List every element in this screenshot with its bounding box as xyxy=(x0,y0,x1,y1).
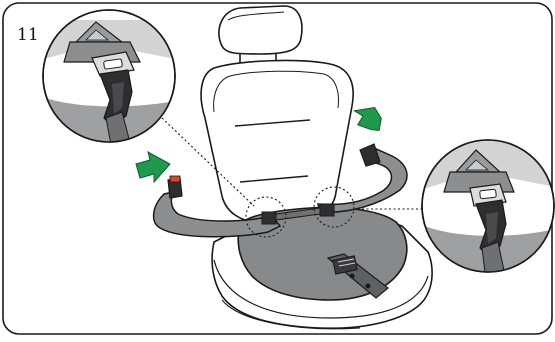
green-arrow-left-icon xyxy=(136,152,170,182)
belt-end-right xyxy=(360,144,380,166)
detail-circle-left xyxy=(40,10,180,150)
green-arrow-right-icon xyxy=(350,101,386,132)
step-number: 11 xyxy=(17,27,39,44)
release-tab xyxy=(170,176,180,182)
detail-circle-right xyxy=(420,140,555,280)
belt-guide-right xyxy=(320,204,334,216)
headrest xyxy=(219,6,302,54)
backrest xyxy=(201,61,353,222)
belt-guide-left xyxy=(262,212,276,224)
